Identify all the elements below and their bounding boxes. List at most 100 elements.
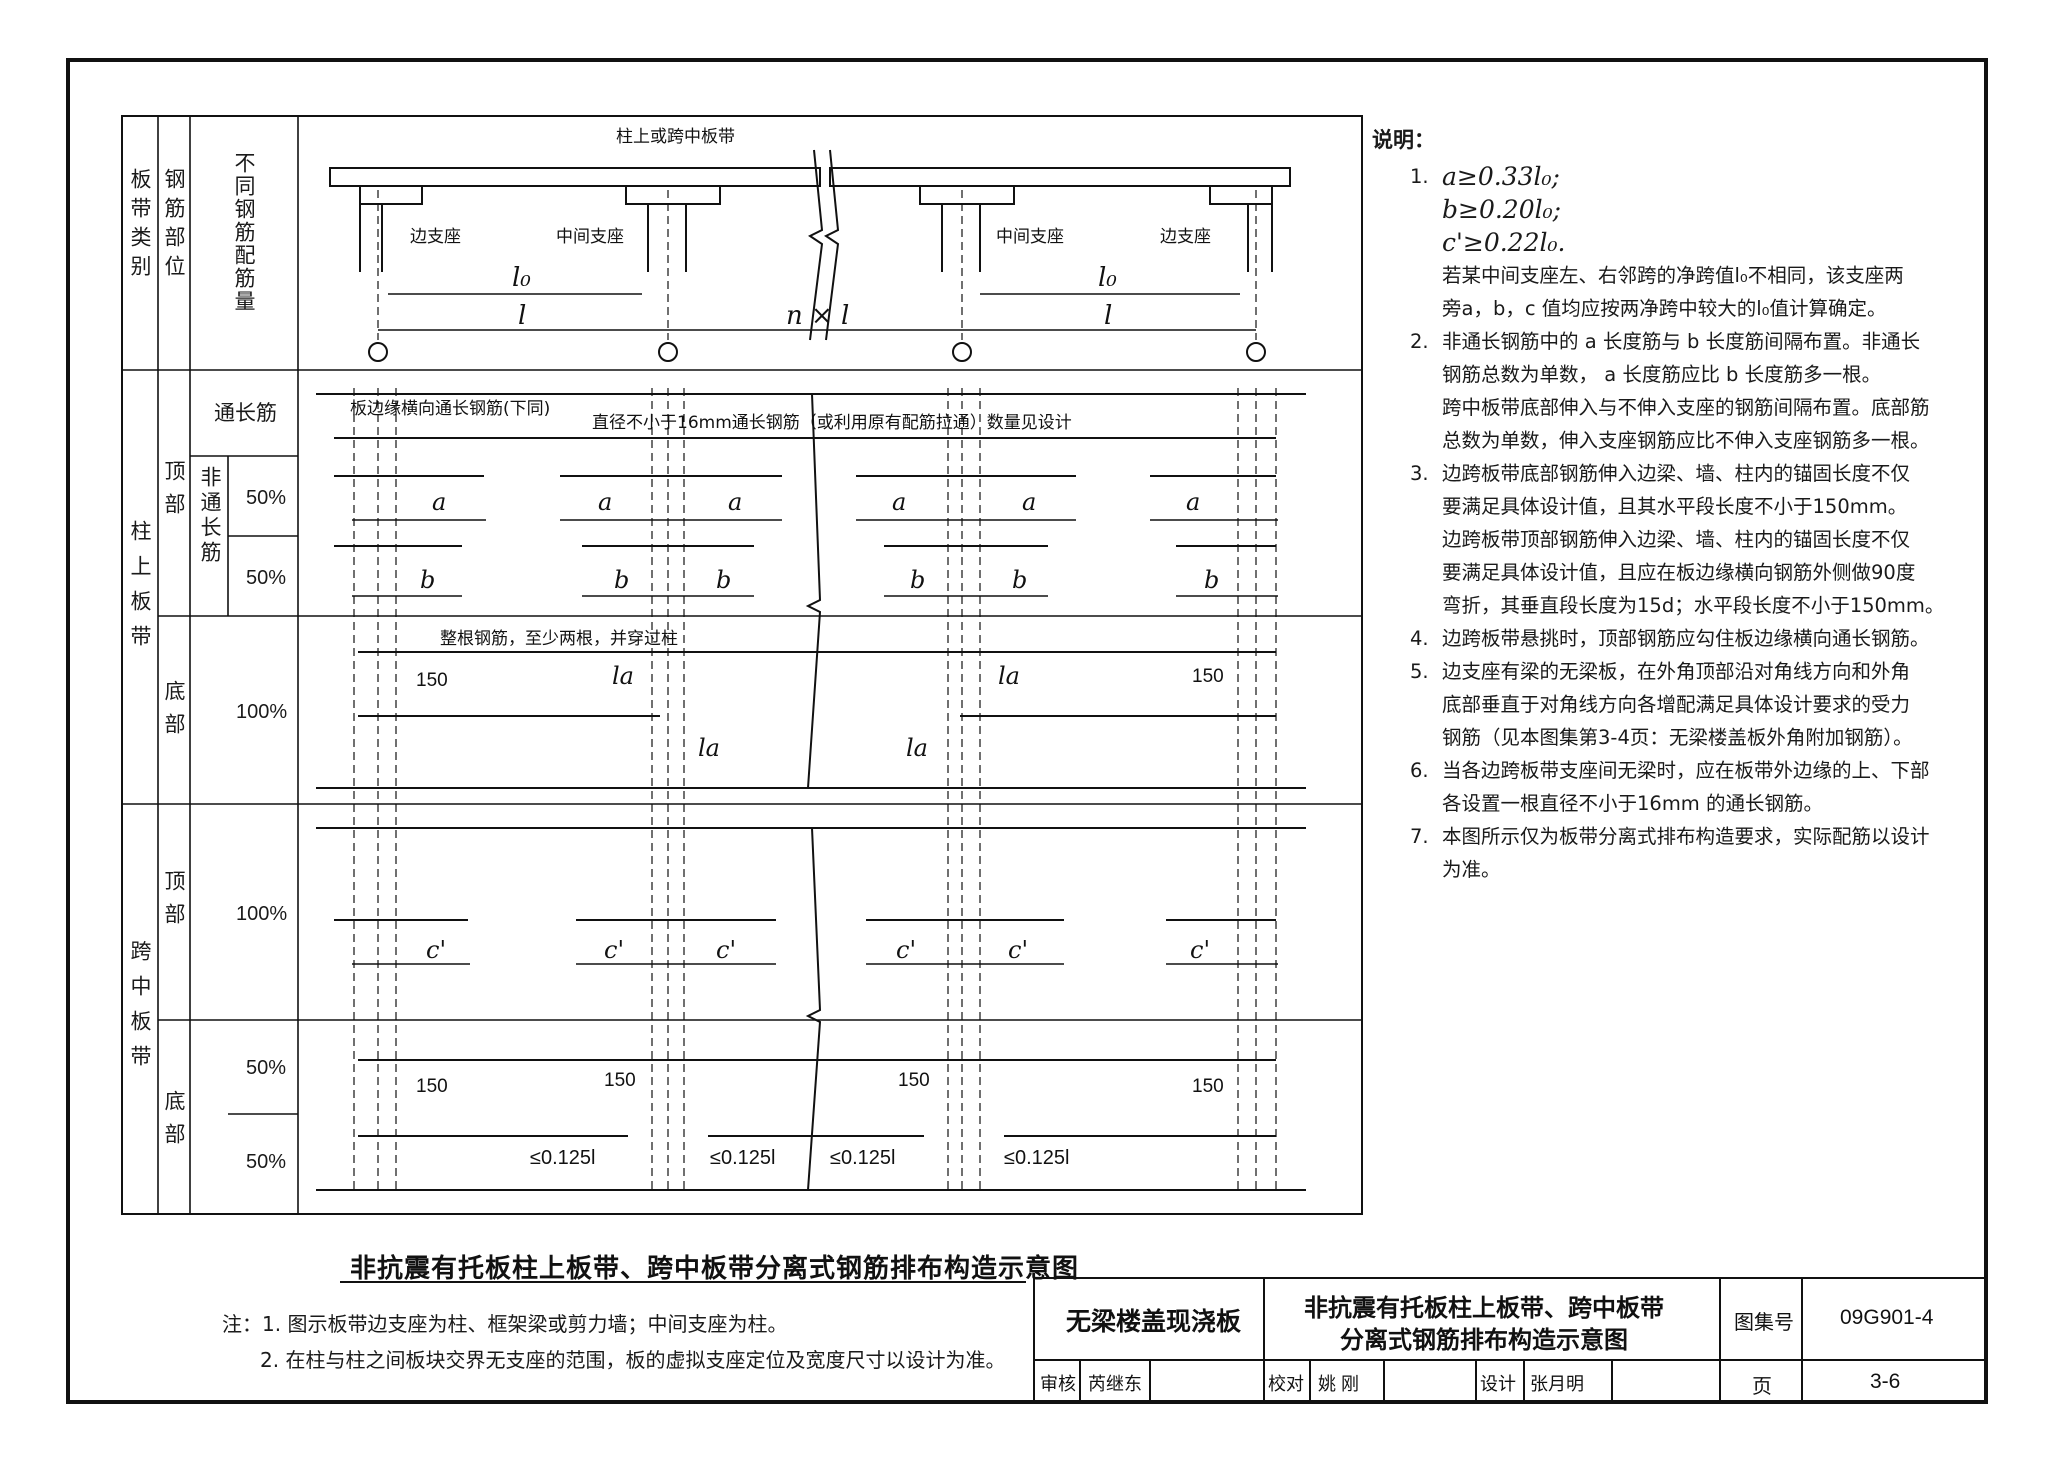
b-5: b xyxy=(1012,566,1027,594)
notes-list: 1.a≥0.33l₀;b≥0.20l₀;c'≥0.22l₀.若某中间支座左、右邻… xyxy=(1410,160,1995,886)
row-non-continuous: 非通长筋 xyxy=(198,466,222,566)
c-5: c' xyxy=(1008,936,1028,964)
note-number: 5. xyxy=(1410,660,1429,683)
b-2: b xyxy=(614,566,629,594)
le-0125l-3: ≤0.125l xyxy=(830,1147,895,1169)
note-line: 边支座有梁的无梁板，在外角顶部沿对角线方向和外角 xyxy=(1442,660,1911,683)
l-left: l xyxy=(518,301,526,331)
label-middle-support-left: 中间支座 xyxy=(556,227,624,247)
footnote-line-1: 注：1. 图示板带边支座为柱、框架梁或剪力墙；中间支座为柱。 xyxy=(222,1312,788,1336)
a-4: a xyxy=(892,488,906,516)
designer-name: 张月明 xyxy=(1530,1374,1584,1394)
footnote-line-2: 2. 在柱与柱之间板块交界无支座的范围，板的虚拟支座定位及宽度尺寸以设计为准。 xyxy=(260,1348,1006,1372)
note-item: 2. 非通长钢筋中的 a 长度筋与 b 长度筋间隔布置。非通长钢筋总数为单数， a… xyxy=(1410,325,1995,457)
dimension-lines xyxy=(378,293,1256,331)
continuous-note: 直径不小于16mm通长钢筋（或利用原有配筋拉通）数量见设计 xyxy=(592,413,1072,433)
le-0125l-1: ≤0.125l xyxy=(530,1147,595,1169)
slab-elevation xyxy=(329,149,1291,341)
vertical-axis-dashes xyxy=(353,388,1277,1190)
strip-label: 柱上或跨中板带 xyxy=(616,127,735,147)
header-bar-position: 钢筋部位 xyxy=(162,168,186,284)
pct-col-bottom: 100% xyxy=(236,701,287,723)
row-mid-bottom: 底部 xyxy=(162,1090,186,1156)
note-number: 4. xyxy=(1410,627,1429,650)
la-1: la xyxy=(612,662,634,690)
edge-bar-note: 板边缘横向通长钢筋(下同) xyxy=(350,399,550,419)
la-2: la xyxy=(998,662,1020,690)
note-item: 5. 边支座有梁的无梁板，在外角顶部沿对角线方向和外角底部垂直于对角线方向各增配满… xyxy=(1410,655,1995,754)
note-line: 要满足具体设计值，且其水平段长度不小于150mm。 xyxy=(1442,495,1908,518)
note-line: a≥0.33l₀; xyxy=(1442,162,1560,191)
note-line: 非通长钢筋中的 a 长度筋与 b 长度筋间隔布置。非通长 xyxy=(1442,330,1921,353)
le-0125l-2: ≤0.125l xyxy=(710,1147,775,1169)
note-line: 旁a，b，c 值均应按两净跨中较大的l₀值计算确定。 xyxy=(1442,297,1887,320)
note-item: 7.本图所示仅为板带分离式排布构造要求，实际配筋以设计为准。 xyxy=(1410,820,1995,886)
note-line: 钢筋总数为单数， a 长度筋应比 b 长度筋多一根。 xyxy=(1442,363,1882,386)
note-line: 边跨板带底部钢筋伸入边梁、墙、柱内的锚固长度不仅 xyxy=(1442,462,1911,485)
note-line: 要满足具体设计值，且应在板边缘横向钢筋外侧做90度 xyxy=(1442,561,1916,584)
atlas-label: 图集号 xyxy=(1734,1312,1794,1334)
a-6: a xyxy=(1186,488,1200,516)
b-1: b xyxy=(420,566,435,594)
l-right: l xyxy=(1104,301,1112,331)
whole-bar-note: 整根钢筋，至少两根，并穿过柱 xyxy=(440,629,678,649)
note-line: 若某中间支座左、右邻跨的净跨值l₀不相同，该支座两 xyxy=(1442,264,1904,287)
drawing-caption: 非抗震有托板柱上板带、跨中板带分离式钢筋排布构造示意图 xyxy=(350,1254,1080,1284)
review-label: 审核 xyxy=(1040,1374,1076,1394)
a-3: a xyxy=(728,488,742,516)
axis-lines xyxy=(377,190,1257,340)
pct-mid-bottom-a: 50% xyxy=(246,1057,286,1079)
checker-name: 姚 刚 xyxy=(1318,1374,1360,1394)
header-bar-ratio: 不同钢筋配筋量 xyxy=(232,152,256,313)
note-number: 6. xyxy=(1410,759,1429,782)
dim-150-5: 150 xyxy=(898,1070,930,1091)
note-line: 各设置一根直径不小于16mm 的通长钢筋。 xyxy=(1442,792,1824,815)
pct-mid-bottom-b: 50% xyxy=(246,1151,286,1173)
note-item: 3.边跨板带底部钢筋伸入边梁、墙、柱内的锚固长度不仅要满足具体设计值，且其水平段… xyxy=(1410,457,1995,622)
row-col-bottom: 底部 xyxy=(162,680,186,746)
row-continuous: 通长筋 xyxy=(214,401,277,425)
notes-title: 说明： xyxy=(1372,128,1435,152)
note-number: 2. xyxy=(1410,330,1429,353)
page-number: 3-6 xyxy=(1870,1370,1901,1393)
title-line-1: 非抗震有托板柱上板带、跨中板带 xyxy=(1304,1295,1664,1322)
rebar-lines xyxy=(316,393,1306,1191)
note-line: 底部垂直于对角线方向各增配满足具体设计要求的受力 xyxy=(1442,693,1911,716)
note-item: 1.a≥0.33l₀;b≥0.20l₀;c'≥0.22l₀.若某中间支座左、右邻… xyxy=(1410,160,1995,325)
note-line: b≥0.20l₀; xyxy=(1442,195,1562,224)
outer-border xyxy=(66,58,1988,1404)
row-column-strip: 柱上板带 xyxy=(128,520,152,660)
title-block-frame xyxy=(1033,1277,1987,1403)
a-1: a xyxy=(432,488,446,516)
table-percentages: 50% 50% 100% 100% 50% 50% xyxy=(236,487,287,1173)
dim-150-4: 150 xyxy=(604,1070,636,1091)
b-3: b xyxy=(716,566,731,594)
pct-col-top-b: 50% xyxy=(246,567,286,589)
axis-bubbles xyxy=(368,342,1266,362)
span-labels: l₀ l n × l l₀ l xyxy=(512,263,1117,331)
dim-150-6: 150 xyxy=(1192,1076,1224,1097)
a-2: a xyxy=(598,488,612,516)
atlas-number: 09G901-4 xyxy=(1840,1306,1934,1329)
row-mid-top: 顶部 xyxy=(162,870,186,936)
la-3: la xyxy=(698,734,720,762)
note-line: 总数为单数，伸入支座钢筋应比不伸入支座钢筋多一根。 xyxy=(1442,429,1930,452)
dim-150-3: 150 xyxy=(416,1076,448,1097)
table-frame xyxy=(121,115,1363,1215)
note-line: c'≥0.22l₀. xyxy=(1442,228,1566,257)
title-line-2: 分离式钢筋排布构造示意图 xyxy=(1340,1327,1628,1354)
note-item: 4.边跨板带悬挑时，顶部钢筋应勾住板边缘横向通长钢筋。 xyxy=(1410,622,1995,655)
nl-label: n × l xyxy=(786,301,849,331)
rebar-notes: 板边缘横向通长钢筋(下同) 直径不小于16mm通长钢筋（或利用原有配筋拉通）数量… xyxy=(350,399,1072,649)
note-line: 当各边跨板带支座间无梁时，应在板带外边缘的上、下部 xyxy=(1442,759,1930,782)
label-middle-support-right: 中间支座 xyxy=(996,227,1064,247)
row-middle-strip: 跨中板带 xyxy=(128,940,152,1080)
note-line: 为准。 xyxy=(1442,858,1501,881)
bar-length-labels: a a a a a a b b b b b b c' c' c' c' c' c… xyxy=(420,488,1219,964)
c-2: c' xyxy=(604,936,624,964)
label-edge-support-left: 边支座 xyxy=(410,227,461,247)
b-6: b xyxy=(1204,566,1219,594)
c-3: c' xyxy=(716,936,736,964)
design-label: 设计 xyxy=(1480,1374,1516,1394)
